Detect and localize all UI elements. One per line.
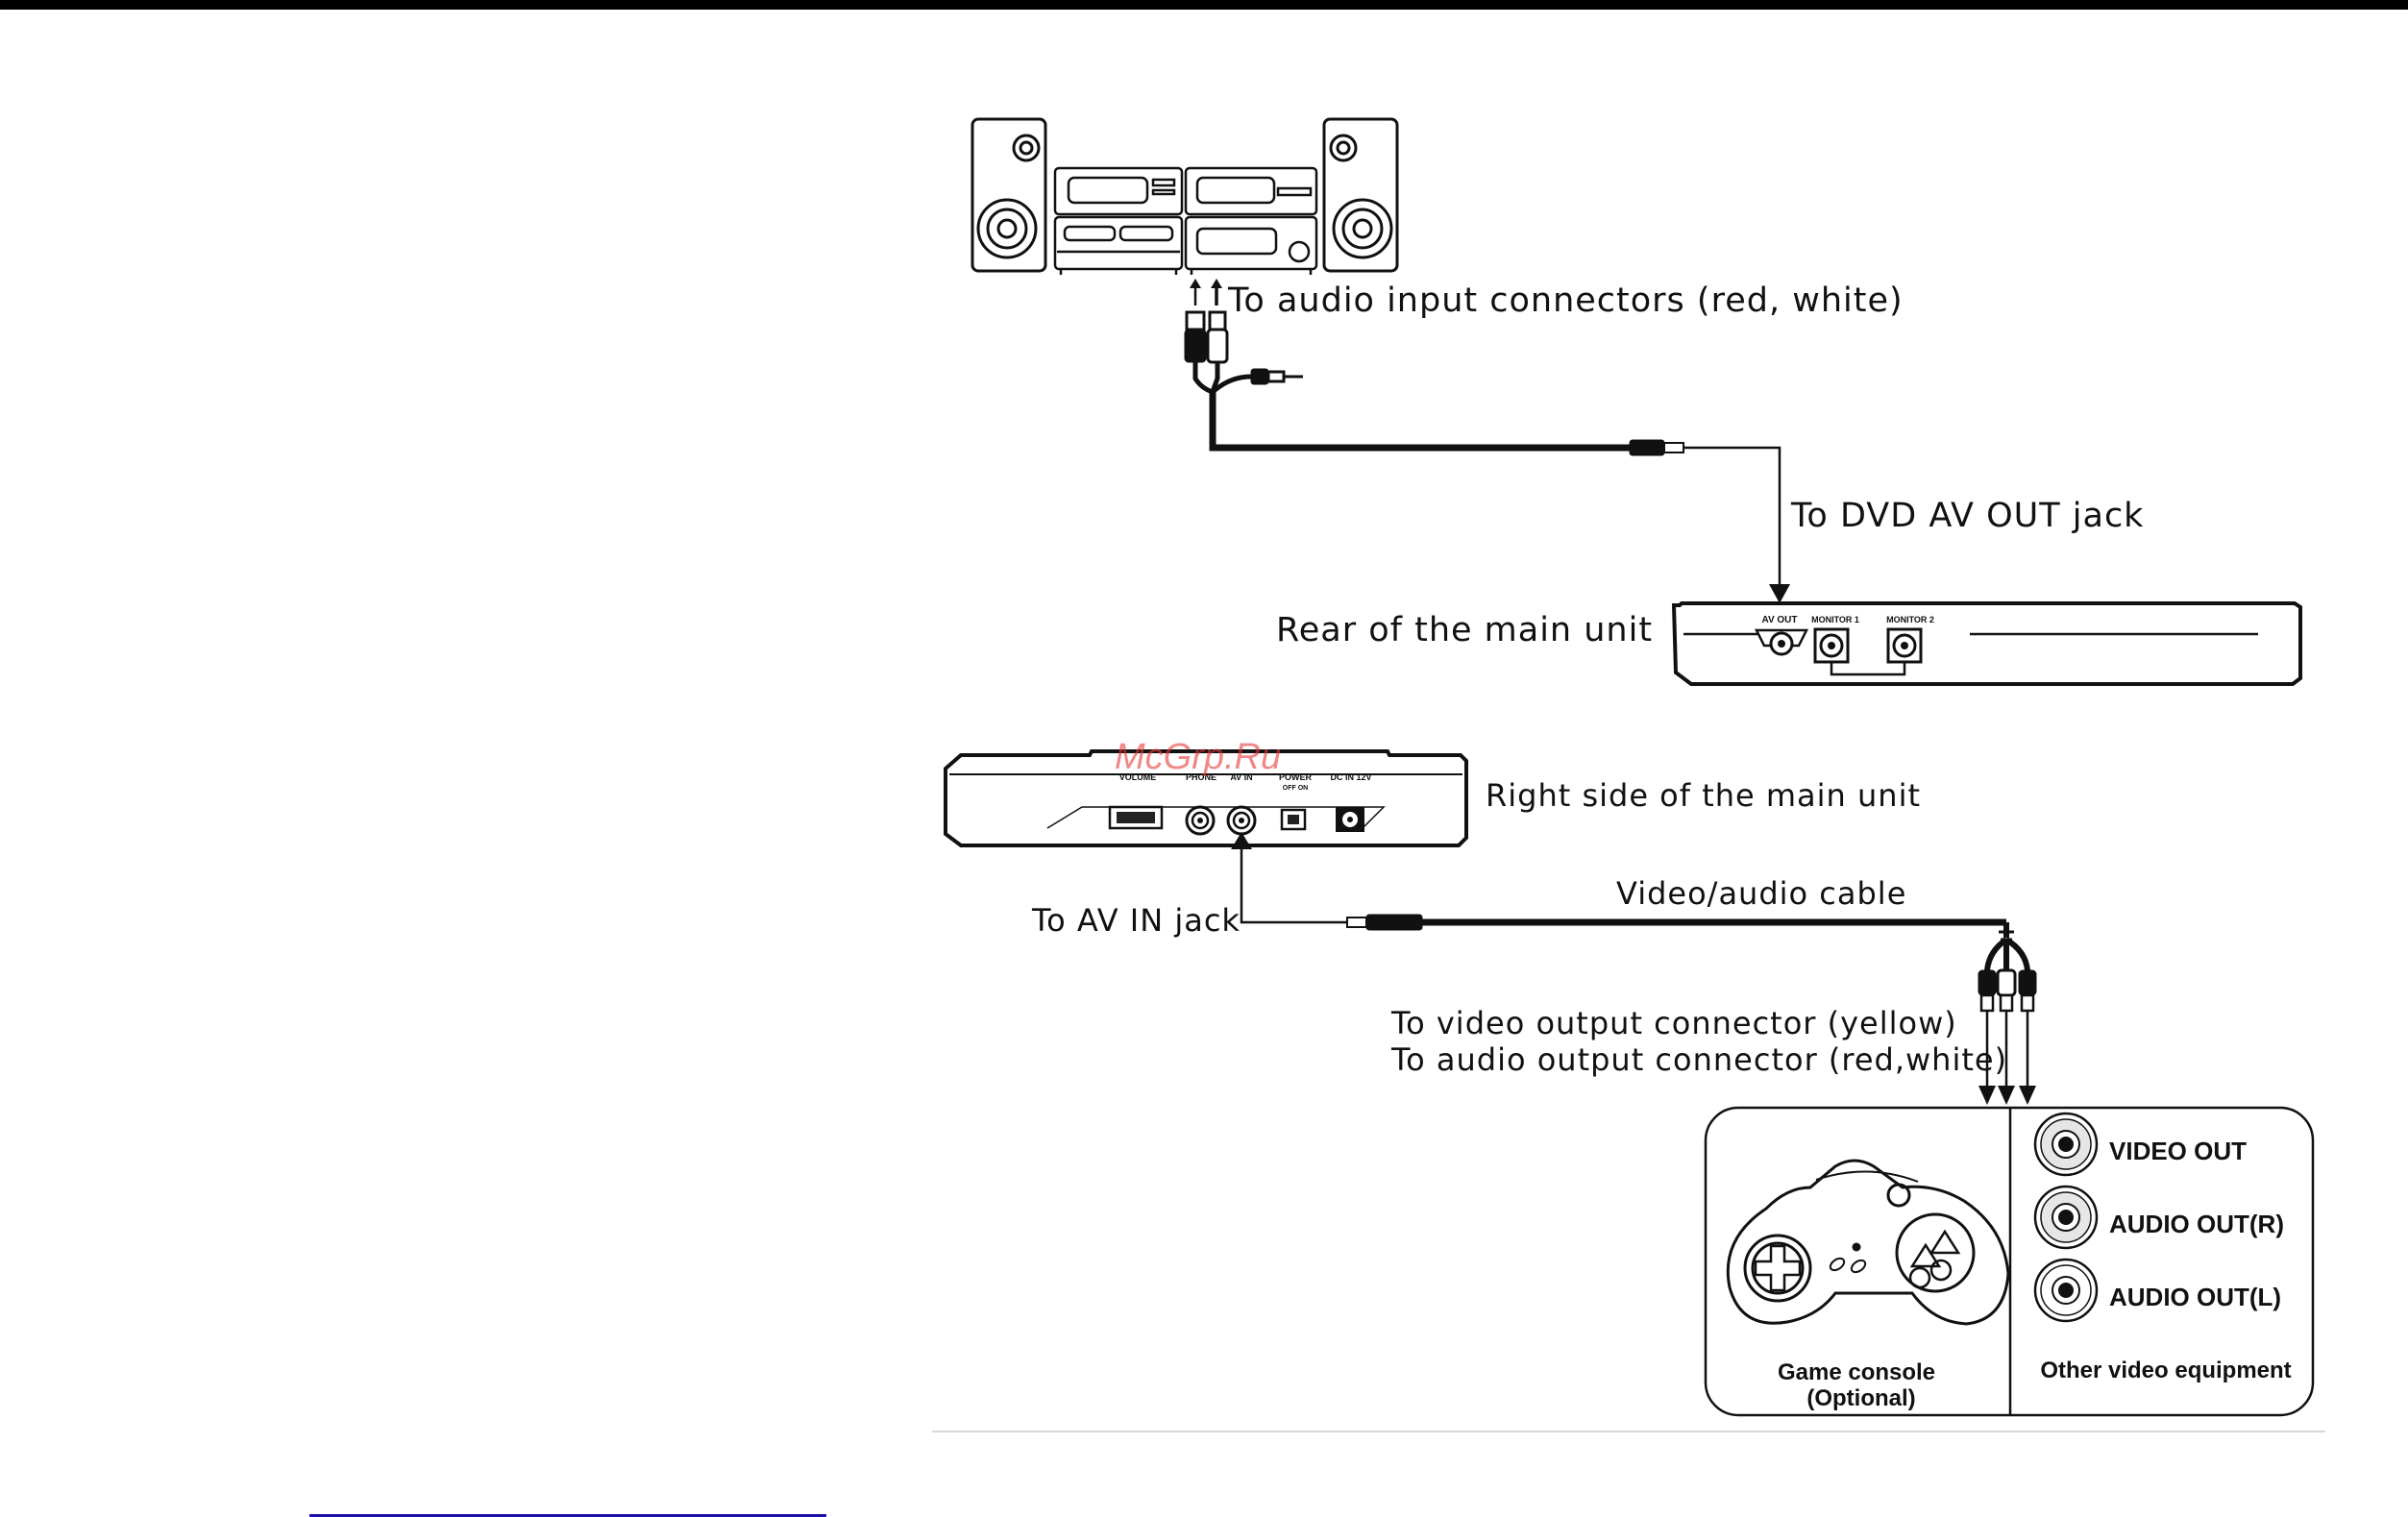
video-out-jack-icon bbox=[2033, 1112, 2099, 1177]
right-speaker-icon bbox=[1322, 117, 1399, 273]
av-out-label: AV OUT bbox=[1761, 615, 1797, 625]
power-sub-label: OFF ON bbox=[1283, 785, 1308, 792]
equipment-box: VIDEO OUT AUDIO OUT(R) AUDIO OUT(L) Game… bbox=[1704, 1106, 2315, 1417]
audio-out-r-jack-icon bbox=[2033, 1185, 2099, 1250]
video-output-label: To video output connector (yellow) bbox=[1390, 1005, 1957, 1041]
game-controller-icon bbox=[1726, 1159, 2010, 1326]
right-side-label: Right side of the main unit bbox=[1486, 777, 1921, 814]
volume-label: VOLUME bbox=[1119, 772, 1157, 782]
av-in-label: AV IN bbox=[1230, 772, 1252, 782]
game-console-label: Game console bbox=[1778, 1359, 1935, 1385]
volume-slider-icon bbox=[1108, 805, 1164, 830]
footer-link-underline[interactable] bbox=[309, 1514, 826, 1517]
audio-output-label: To audio output connector (red,white) bbox=[1390, 1041, 2007, 1078]
power-switch-icon bbox=[1280, 808, 1307, 831]
other-equipment-label: Other video equipment bbox=[2040, 1358, 2291, 1383]
rear-unit-label: Rear of the main unit bbox=[1276, 611, 1653, 649]
dvd-av-out-label: To DVD AV OUT jack bbox=[1790, 497, 2144, 535]
audio-out-r-label: AUDIO OUT(R) bbox=[2109, 1210, 2284, 1238]
stereo-system-illustration bbox=[971, 117, 1399, 275]
monitor1-label: MONITOR 1 bbox=[1811, 615, 1859, 624]
phone-label: PHONE bbox=[1186, 772, 1216, 782]
monitor2-jack-icon bbox=[1886, 627, 1923, 664]
top-border-bar bbox=[0, 0, 2408, 10]
video-out-label: VIDEO OUT bbox=[2109, 1137, 2247, 1165]
monitor1-jack-icon bbox=[1813, 627, 1850, 664]
stereo-receiver-icon bbox=[1053, 166, 1318, 275]
audio-rca-plugs-icon bbox=[1184, 279, 1303, 395]
left-speaker-icon bbox=[971, 117, 1047, 273]
audio-out-l-label: AUDIO OUT(L) bbox=[2109, 1283, 2281, 1311]
game-console-sub-label: (Optional) bbox=[1806, 1385, 1915, 1411]
power-label: POWER bbox=[1279, 772, 1313, 782]
dc-in-label: DC IN 12V bbox=[1330, 772, 1371, 782]
audio-input-label: To audio input connectors (red, white) bbox=[1227, 281, 1904, 320]
av-in-jack-icon bbox=[1226, 805, 1257, 836]
audio-out-l-jack-icon bbox=[2033, 1258, 2099, 1323]
phone-jack-icon bbox=[1185, 805, 1216, 836]
watermark-text: McGrp.Ru bbox=[1115, 737, 1281, 777]
audio-cable-line bbox=[1209, 392, 1790, 603]
dc-in-jack-icon bbox=[1336, 807, 1364, 832]
video-audio-rca-plugs-icon bbox=[1978, 968, 2037, 1105]
cable-label: Video/audio cable bbox=[1616, 875, 1906, 912]
side-panel-illustration: VOLUME PHONE AV IN POWER OFF ON DC IN 12… bbox=[944, 749, 1468, 847]
monitor2-label: MONITOR 2 bbox=[1886, 615, 1934, 624]
av-in-jack-label: To AV IN jack bbox=[1031, 902, 1241, 939]
rear-panel-illustration: AV OUT MONITOR 1 MONITOR 2 bbox=[1671, 601, 2302, 686]
av-out-jack-icon bbox=[1754, 628, 1809, 656]
video-audio-cable-line bbox=[1231, 832, 2030, 971]
